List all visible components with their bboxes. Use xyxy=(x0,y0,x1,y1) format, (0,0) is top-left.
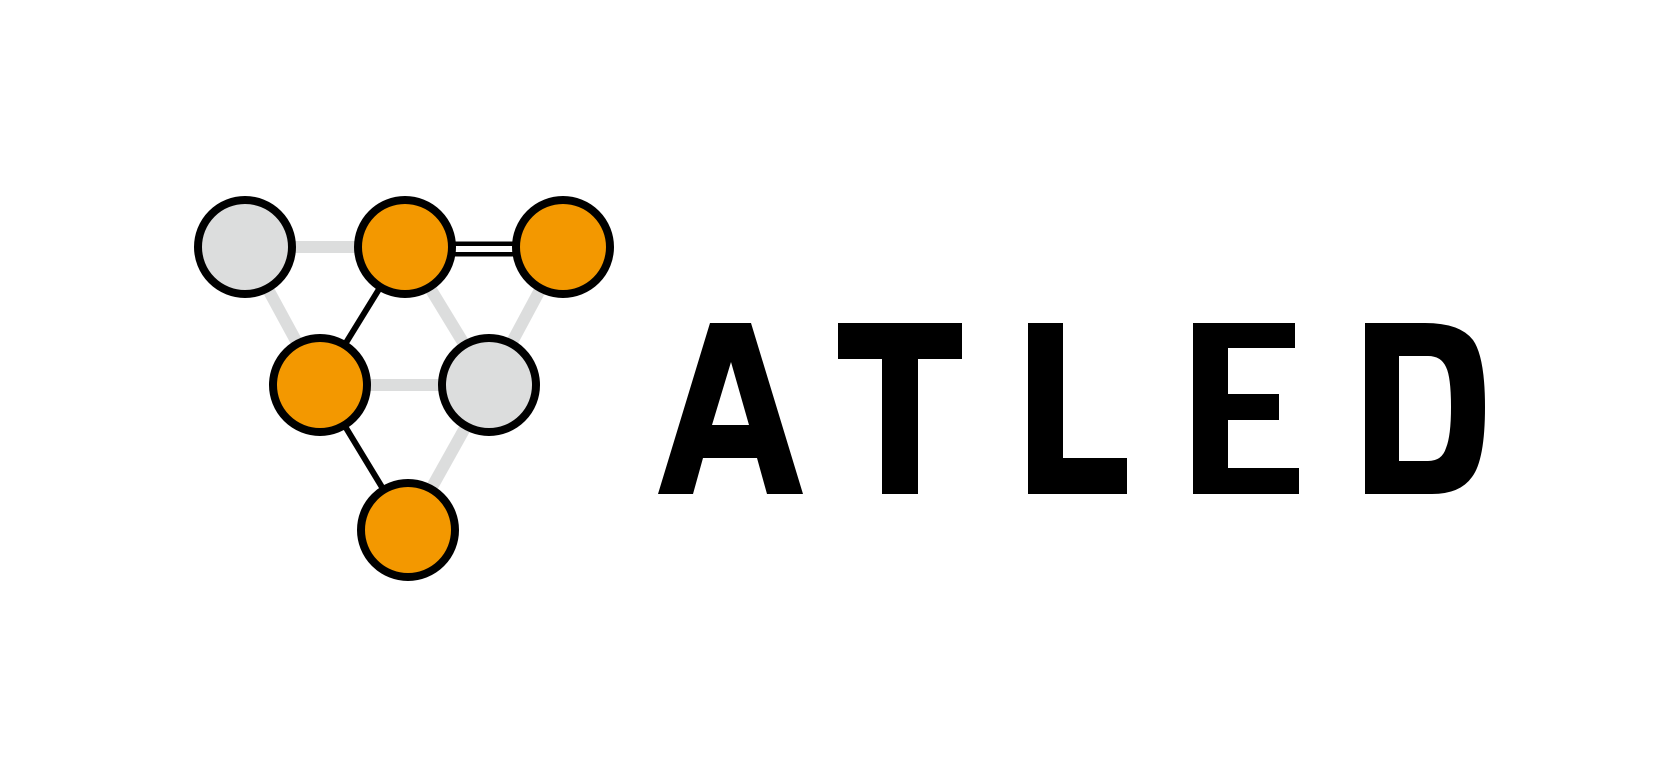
letter-d xyxy=(1365,323,1485,494)
letter-a xyxy=(658,323,803,494)
node-grey-top-left xyxy=(194,196,296,298)
node-orange-top-center xyxy=(354,196,456,298)
rail-gap xyxy=(432,246,538,252)
letter-t xyxy=(838,323,962,494)
nodes xyxy=(194,196,614,581)
network-nodes-icon xyxy=(194,196,614,581)
node-orange-bottom xyxy=(357,479,459,581)
node-orange-mid-left xyxy=(269,334,371,436)
node-orange-top-right xyxy=(512,196,614,298)
letter-l xyxy=(1028,323,1127,494)
node-grey-mid-right xyxy=(438,334,540,436)
letter-e xyxy=(1193,323,1299,494)
